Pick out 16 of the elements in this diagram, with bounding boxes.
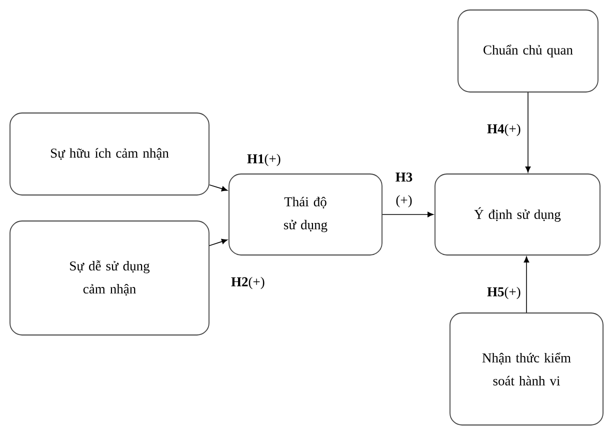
concept-box: Sự dễ sử dụng cảm nhận xyxy=(10,220,210,336)
arrow xyxy=(524,256,530,313)
edge-label: H1(+) xyxy=(246,152,280,168)
arrow xyxy=(209,238,228,246)
concept-box: Chuẩn chủ quan xyxy=(458,10,598,92)
arrow xyxy=(382,212,434,218)
edge-label: H2(+) xyxy=(230,276,264,290)
concept-box: Sự hữu ích cảm nhận xyxy=(10,112,210,196)
arrow xyxy=(209,184,228,192)
edge-label: H5(+) xyxy=(486,286,520,300)
concept-box: Ý định sử dụng xyxy=(434,174,600,256)
arrow xyxy=(525,92,531,172)
edge-label: H3 (+) xyxy=(392,172,416,208)
edge-label: H4(+) xyxy=(486,122,520,138)
concept-box: Nhận thức kiểm soát hành vi xyxy=(450,312,604,426)
concept-box: Thái độ sử dụng xyxy=(228,174,382,256)
